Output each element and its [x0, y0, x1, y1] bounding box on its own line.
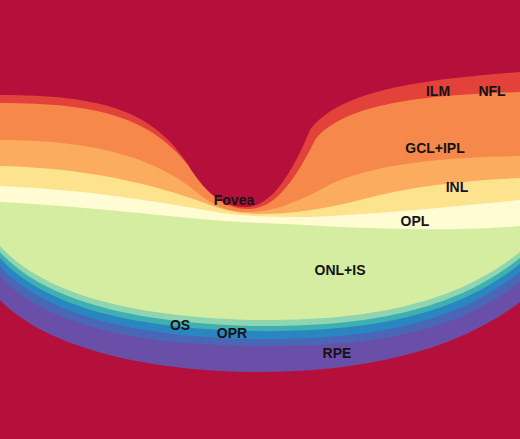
os-band	[0, 258, 520, 439]
opl-band	[0, 186, 520, 439]
onl-band	[0, 202, 520, 439]
opr-band	[0, 266, 520, 439]
layer-label: GCL+IPL	[405, 141, 465, 155]
is-teal-band	[0, 246, 520, 439]
rpe-band	[0, 276, 520, 439]
layer-label: OPL	[401, 214, 430, 228]
layer-label: RPE	[323, 346, 352, 360]
layer-label: ONL+IS	[315, 263, 366, 277]
layer-label: ILM	[426, 84, 450, 98]
ipl-band	[0, 140, 520, 439]
gcl-band	[0, 92, 520, 439]
layer-label: OPR	[217, 326, 247, 340]
inl-band	[0, 166, 520, 439]
choroid	[0, 300, 520, 439]
nfl-band	[0, 72, 520, 439]
teal-band	[0, 252, 520, 439]
layer-label: OS	[170, 318, 190, 332]
layer-label: NFL	[478, 84, 505, 98]
layer-label: INL	[446, 180, 469, 194]
layer-label: Fovea	[214, 193, 254, 207]
